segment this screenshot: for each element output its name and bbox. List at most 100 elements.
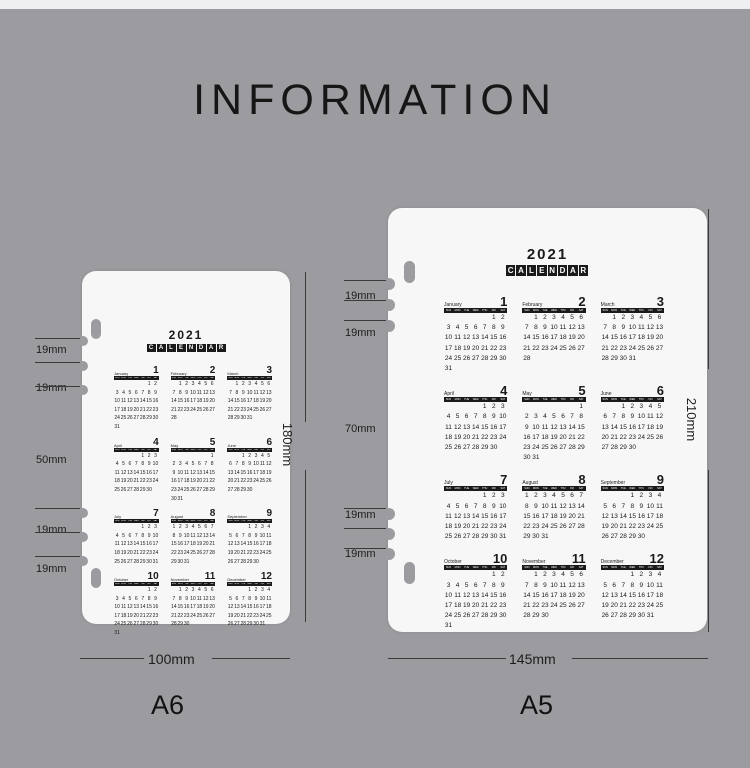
a5-width-line <box>572 658 708 659</box>
day-cell: 2 <box>147 524 151 531</box>
weekday-label: SAT <box>153 448 158 451</box>
day-cell: 22 <box>490 602 498 610</box>
month-number: 11 <box>204 571 216 583</box>
day-cell: 1 <box>141 452 145 459</box>
day-cell: 24 <box>532 444 540 452</box>
day-cell: 19 <box>190 478 196 485</box>
weekday-label: FRI <box>491 398 496 402</box>
day-cell: 2 <box>525 413 529 421</box>
day-cell: 17 <box>550 591 558 599</box>
day-cell: 20 <box>577 591 585 599</box>
day-cell: 17 <box>259 604 266 611</box>
day-cell: 10 <box>190 595 196 602</box>
day-cell: 26 <box>227 621 234 628</box>
day-cell: 6 <box>561 413 565 421</box>
day-cell: 9 <box>500 324 505 332</box>
day-cell: 27 <box>209 406 215 413</box>
day-cell: 11 <box>190 532 196 539</box>
day-cell: 20 <box>472 344 480 352</box>
day-cell: 14 <box>610 423 618 431</box>
day-cell: 27 <box>472 612 480 620</box>
day-cell <box>610 570 619 580</box>
day-cell: 29 <box>177 621 183 628</box>
weekday-label: SAT <box>266 583 271 586</box>
day-cell: 27 <box>610 533 618 541</box>
day-cell: 28 <box>202 486 209 493</box>
day-cell: 9 <box>185 595 188 602</box>
weekday-label: SAT <box>153 520 158 523</box>
day-cell: 25 <box>253 406 259 413</box>
weekday-label: THU <box>482 398 488 402</box>
a6-spacing-label: 19mm <box>36 563 67 575</box>
day-cell: 8 <box>612 324 617 332</box>
day-cell: 10 <box>183 532 190 539</box>
day-cell: 3 <box>543 492 547 500</box>
day-cell: 28 <box>619 533 627 541</box>
day-cell: 11 <box>120 604 127 611</box>
day-cell: 17 <box>628 334 636 342</box>
day-cell <box>462 313 471 323</box>
day-cell: 23 <box>183 406 190 413</box>
day-cell: 23 <box>541 344 549 352</box>
day-cell: 6 <box>229 461 232 468</box>
binder-ring-hole <box>383 528 395 540</box>
weekday-label: MON <box>611 398 618 402</box>
day-cell: 3 <box>552 314 556 321</box>
dimension-tick <box>344 300 386 301</box>
day-cell: 29 <box>139 486 146 493</box>
weekday-label: FRI <box>570 398 575 402</box>
day-cell: 10 <box>444 334 453 342</box>
day-cell: 22 <box>139 478 146 485</box>
day-cell: 22 <box>523 523 531 531</box>
day-cell: 3 <box>446 581 451 589</box>
day-cell: 3 <box>191 587 195 594</box>
day-cell: 16 <box>541 591 549 599</box>
day-cell: 18 <box>114 478 120 485</box>
day-cell: 25 <box>550 523 558 531</box>
day-cell: 19 <box>550 433 558 441</box>
day-cell: 16 <box>152 604 159 611</box>
day-cell: 20 <box>209 604 215 611</box>
a5-height-line <box>708 209 709 369</box>
day-cell: 23 <box>541 602 549 610</box>
day-cell: 24 <box>444 612 453 620</box>
weekday-label: WED <box>472 487 479 491</box>
day-cell: 3 <box>500 403 505 411</box>
day-cell: 13 <box>209 389 215 396</box>
day-cell: 8 <box>630 581 635 589</box>
day-cell: 2 <box>254 524 258 531</box>
day-cell: 25 <box>266 549 272 556</box>
day-cell: 31 <box>177 495 183 502</box>
day-cell: 16 <box>541 334 549 342</box>
day-cell: 15 <box>628 591 636 599</box>
day-cell: 13 <box>196 469 203 476</box>
weekday-label: FRI <box>204 377 208 379</box>
day-cell <box>444 491 453 501</box>
weekday-label: THU <box>253 377 259 379</box>
day-cell: 20 <box>577 334 585 342</box>
day-cell: 5 <box>122 461 125 468</box>
day-cell: 14 <box>481 334 489 342</box>
day-cell: 3 <box>648 492 653 500</box>
weekday-label: MON <box>177 448 183 451</box>
weekday-label: SUN <box>524 487 530 491</box>
day-cell: 25 <box>444 533 453 541</box>
weekday-label: TUE <box>241 520 246 523</box>
day-cell: 1 <box>147 381 151 387</box>
day-cell: 18 <box>646 423 655 431</box>
day-cell: 17 <box>253 469 259 476</box>
day-cell: 3 <box>552 571 556 579</box>
day-cell: 4 <box>197 587 201 594</box>
day-cell: 10 <box>152 461 159 468</box>
day-cell: 16 <box>637 512 645 520</box>
day-cell: 29 <box>490 354 498 362</box>
